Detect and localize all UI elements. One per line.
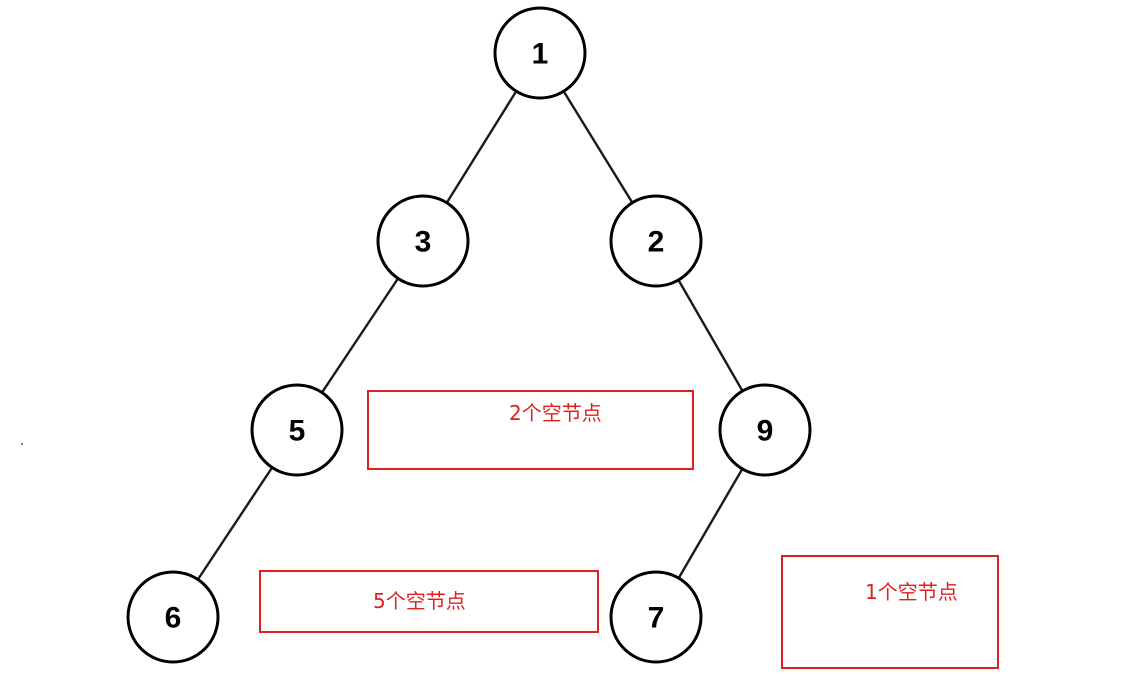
node-circle <box>250 383 344 477</box>
node-circle <box>126 570 220 664</box>
edge-n1-n2 <box>562 90 634 204</box>
annotation-box <box>781 555 999 669</box>
tree-node-2: 2 <box>609 194 703 288</box>
node-circle <box>376 194 470 288</box>
tree-nodes: 1 3 2 5 9 6 7 <box>126 6 812 664</box>
node-circle <box>609 570 703 664</box>
node-label: 7 <box>648 602 665 635</box>
node-label: 1 <box>532 38 549 71</box>
edge-n3-n5 <box>320 277 400 394</box>
tree-node-3: 3 <box>376 194 470 288</box>
node-label: 3 <box>415 226 432 259</box>
annotation-note-c: 1个空节点 <box>781 555 999 669</box>
annotation-box <box>367 390 694 470</box>
tree-node-7: 7 <box>609 570 703 664</box>
node-label: 6 <box>165 602 182 635</box>
node-circle <box>609 194 703 288</box>
annotation-text: 1个空节点 <box>865 580 958 604</box>
edge-n2-n9 <box>677 279 744 392</box>
edge-n5-n6 <box>196 466 274 581</box>
node-circle <box>493 6 587 100</box>
tree-edges <box>196 90 744 581</box>
annotation-text: 5个空节点 <box>373 589 466 613</box>
node-label: 2 <box>648 226 665 259</box>
stray-dot <box>21 443 23 445</box>
node-label: 9 <box>757 415 774 448</box>
tree-node-9: 9 <box>718 383 812 477</box>
tree-node-6: 6 <box>126 570 220 664</box>
tree-node-5: 5 <box>250 383 344 477</box>
node-circle <box>718 383 812 477</box>
node-label: 5 <box>289 415 306 448</box>
annotation-note-b: 5个空节点 <box>259 570 599 633</box>
edge-n9-n7 <box>677 468 744 579</box>
tree-node-1: 1 <box>493 6 587 100</box>
annotation-notes: 2个空节点 5个空节点 1个空节点 <box>259 390 999 669</box>
annotation-box <box>259 570 599 633</box>
edge-n1-n3 <box>445 90 518 204</box>
annotation-text: 2个空节点 <box>509 401 602 425</box>
annotation-note-a: 2个空节点 <box>367 390 694 470</box>
